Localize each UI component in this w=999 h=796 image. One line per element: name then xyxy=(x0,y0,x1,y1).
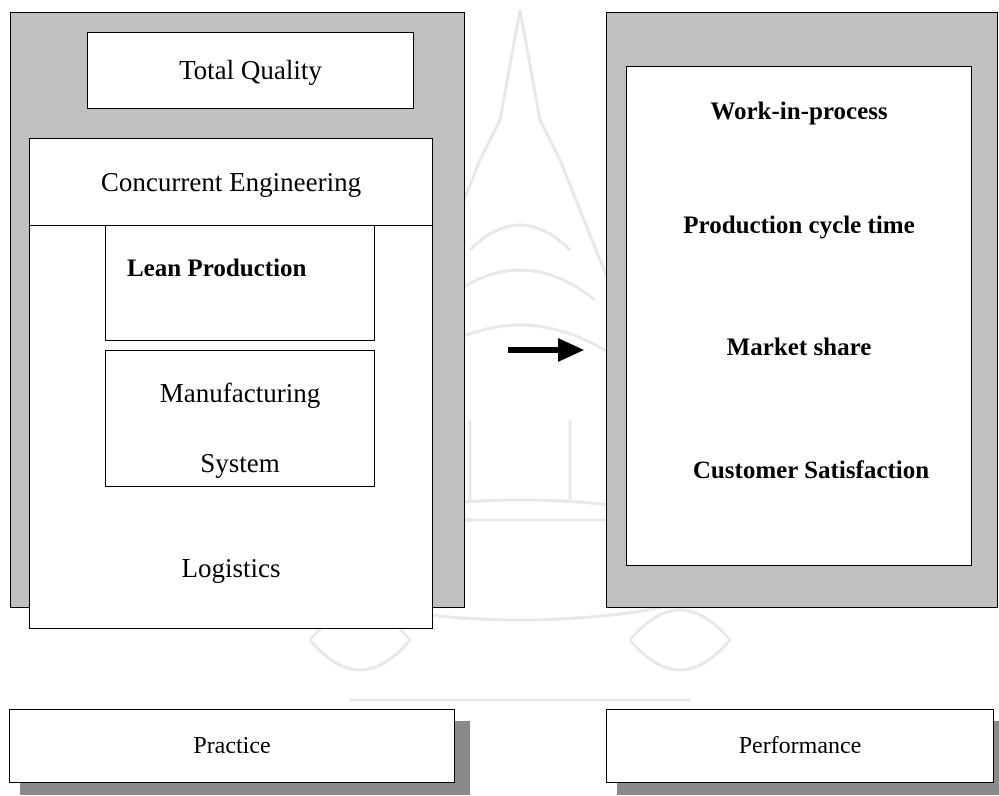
practice-legend-box: Practice xyxy=(9,709,455,783)
concurrent-engineering-label: Concurrent Engineering xyxy=(100,167,362,197)
performance-inner-box xyxy=(626,66,972,566)
performance-item: Market share xyxy=(726,334,872,361)
performance-item: Work-in-process xyxy=(710,98,888,125)
performance-legend-label: Performance xyxy=(738,732,862,759)
manufacturing-label-line1: Manufacturing xyxy=(159,378,321,408)
right-arrow-icon xyxy=(508,338,584,362)
lean-production-box xyxy=(105,225,375,341)
total-quality-label: Total Quality xyxy=(179,55,322,85)
performance-item: Production cycle time xyxy=(683,212,915,239)
performance-legend-box: Performance xyxy=(606,709,994,783)
performance-item: Customer Satisfaction xyxy=(692,457,930,484)
lean-production-label: Lean Production xyxy=(127,255,307,282)
concurrent-engineering-header: Concurrent Engineering xyxy=(29,140,433,226)
manufacturing-system-box xyxy=(105,350,375,487)
total-quality-box: Total Quality xyxy=(87,32,414,109)
manufacturing-label-line2: System xyxy=(200,448,280,478)
practice-legend-label: Practice xyxy=(193,732,271,759)
logistics-label: Logistics xyxy=(181,553,281,583)
